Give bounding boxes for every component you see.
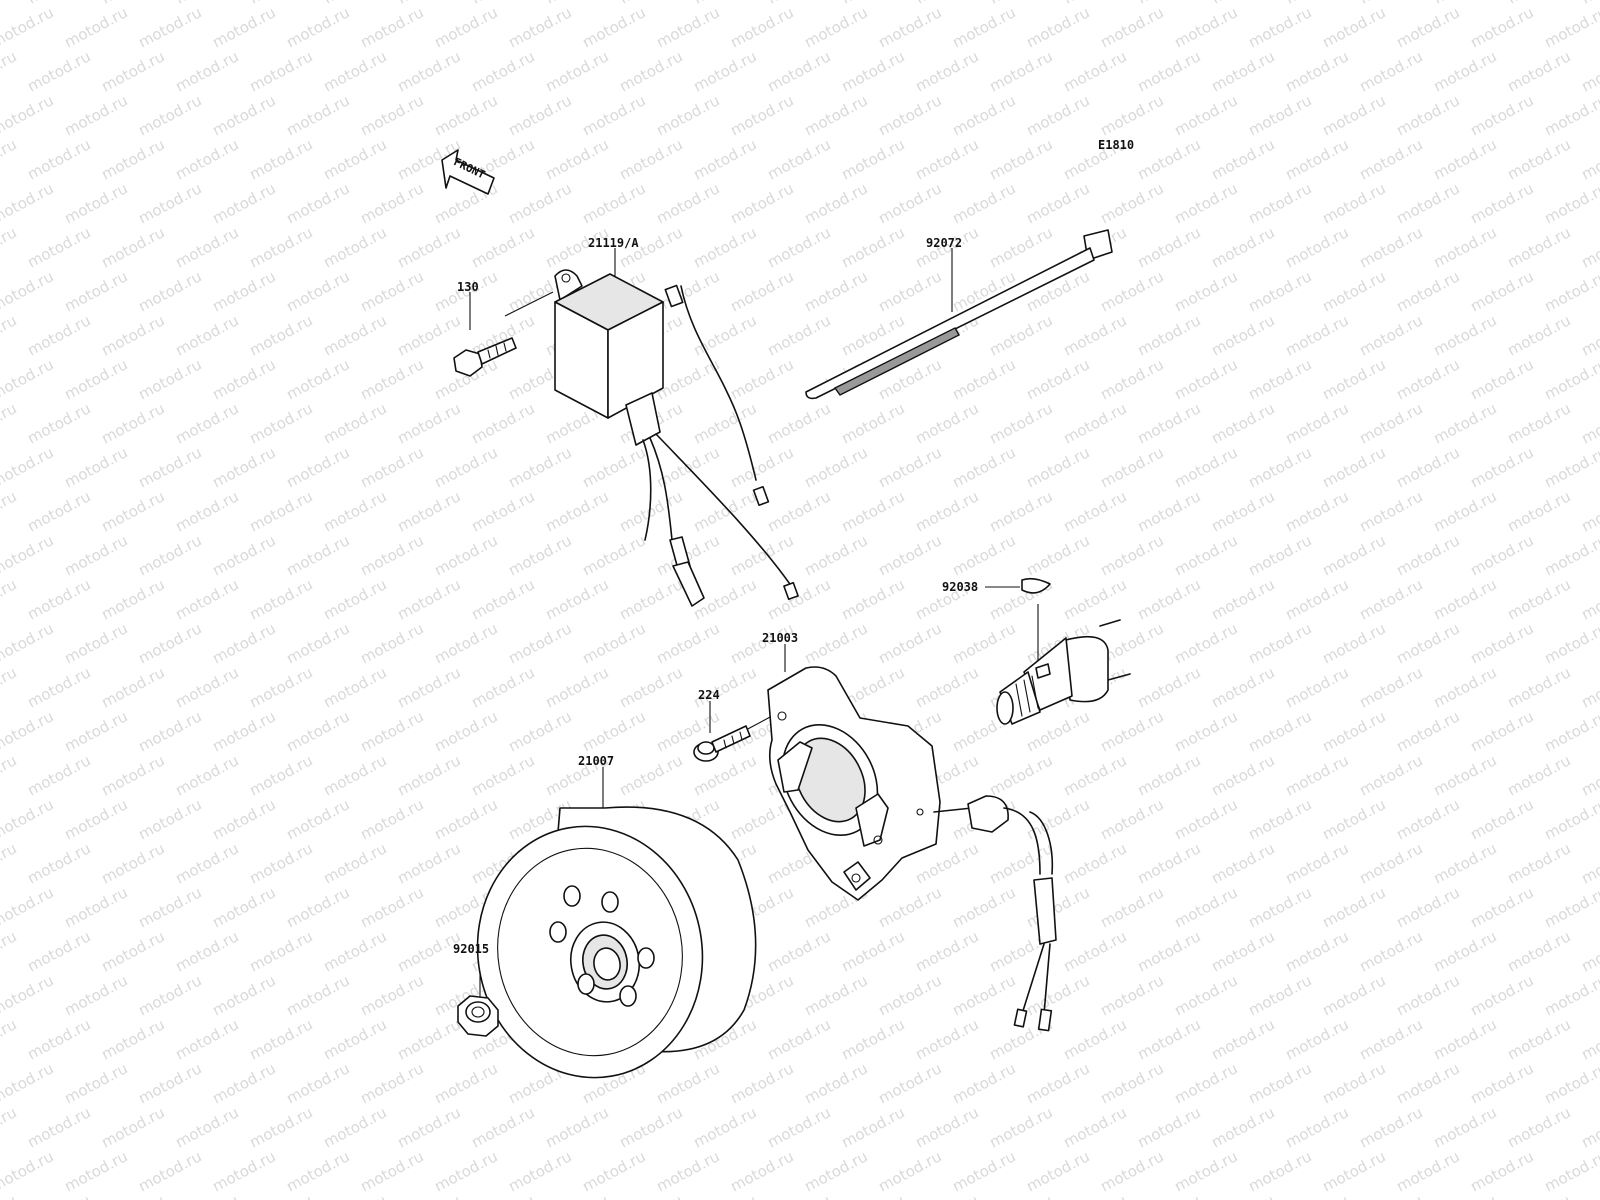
cable-tie-part [805,229,1113,400]
part-label-92072[interactable]: 92072 [926,236,963,250]
cdi-unit-part [554,269,799,607]
diagram-code-label: E1810 [1098,138,1135,152]
crankshaft-part [996,619,1131,725]
part-label-21007[interactable]: 21007 [578,754,615,768]
part-label-224[interactable]: 224 [698,688,720,702]
front-arrow-icon: FRONT [441,149,495,195]
flywheel-part [476,806,757,1079]
watermark-text: motod.ru [1578,0,1600,8]
nut-92015-part [457,995,499,1037]
part-label-21003[interactable]: 21003 [762,631,799,645]
woodruff-key-part [1021,577,1051,594]
screw-224-part [693,725,751,762]
bolt-130-part [453,337,517,377]
part-label-21119a[interactable]: 21119/A [588,236,639,250]
part-label-130[interactable]: 130 [457,280,479,294]
part-label-92015[interactable]: 92015 [453,942,490,956]
part-label-92038[interactable]: 92038 [942,580,979,594]
